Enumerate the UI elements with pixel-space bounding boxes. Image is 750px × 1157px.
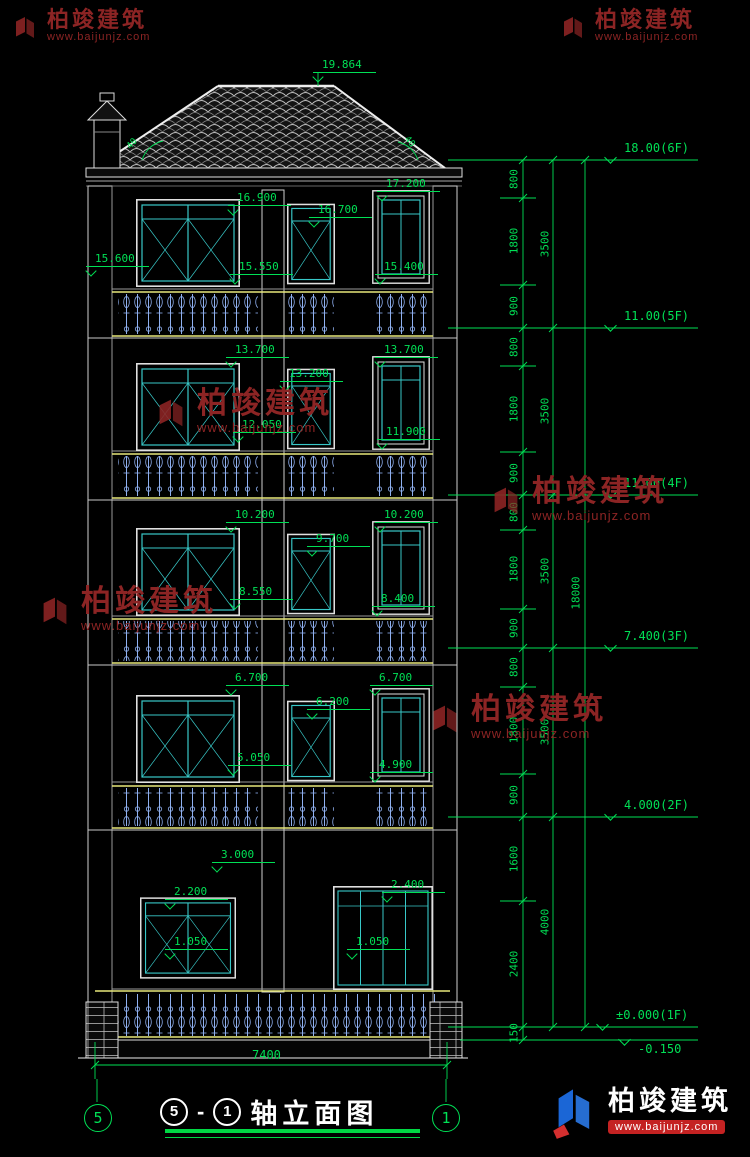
footer-brand: 柏竣建筑 www.baijunjz.com — [546, 1082, 732, 1140]
dim-text: 2400 — [507, 950, 521, 978]
footer-brand-name: 柏竣建筑 — [608, 1086, 732, 1117]
title-underline-thin — [165, 1137, 420, 1138]
axis-bubble-5: 5 — [84, 1104, 112, 1132]
walls — [87, 185, 458, 1041]
dim-text: 1800 — [507, 395, 521, 423]
watermark-brand: 柏竣建筑 — [81, 585, 217, 618]
watermark-url: www.baijunjz.com — [47, 31, 151, 44]
elevation-flag: 15.550 — [230, 260, 293, 275]
level-flag: 7.400(3F) — [600, 629, 689, 652]
dim-text: 4000 — [538, 908, 552, 936]
watermark-brand: 柏竣建筑 — [197, 387, 333, 420]
watermark-url: www.baijunjz.com — [595, 31, 699, 44]
axis-bubble-1: 1 — [432, 1104, 460, 1132]
level-flag: ±0.000(1F) — [592, 1008, 688, 1031]
elevation-flag: 12.050 — [233, 418, 296, 433]
brand-logo-icon — [494, 487, 518, 515]
watermark-brand: 柏竣建筑 — [532, 475, 668, 508]
elevation-flag: 3.000 — [212, 848, 275, 863]
brand-logo-icon — [43, 597, 67, 625]
dim-text: 800 — [507, 657, 521, 677]
elevation-flag: 6.700 — [226, 671, 289, 686]
dim-text: 800 — [507, 169, 521, 189]
brand-logo-icon — [159, 399, 183, 427]
elevation-flag: 6.700 — [370, 671, 433, 686]
elevation-flag: 16.700 — [309, 203, 372, 218]
elevation-flag: 15.600 — [86, 252, 149, 267]
level-flag: 18.00(6F) — [600, 141, 689, 164]
brand-logo-icon — [16, 16, 34, 38]
watermark-url: www.baijunjz.com — [532, 507, 652, 523]
dim-text: 3500 — [538, 397, 552, 425]
dim-text: 1800 — [507, 227, 521, 255]
elevation-flag: 4.900 — [370, 758, 433, 773]
watermark: 柏竣建筑 www.baijunjz.com — [426, 694, 607, 741]
dim-text: 3500 — [538, 557, 552, 585]
watermark-top-right: 柏竣建筑 www.baijunjz.com — [558, 8, 698, 43]
title-text: 轴立面图 — [250, 1099, 379, 1129]
level-flag: 11.00(5F) — [600, 309, 689, 332]
elevation-flag: 15.400 — [375, 260, 438, 275]
title-dash: - — [197, 1098, 205, 1124]
level-flag: 11.00(4F) — [600, 476, 689, 499]
elevation-flag: 1.050 — [347, 935, 410, 950]
dim-text: 1600 — [507, 845, 521, 873]
elevation-flag: 16.900 — [228, 191, 291, 206]
watermark-brand: 柏竣建筑 — [595, 7, 696, 32]
elevation-flag: 13.700 — [226, 343, 289, 358]
watermark-brand: 柏竣建筑 — [471, 693, 607, 726]
elevation-flag: 11.900 — [377, 425, 440, 440]
elevation-flag: 13.200 — [280, 367, 343, 382]
drawing-title: 5 - 1 轴立面图 — [160, 1092, 378, 1131]
brand-logo-icon — [564, 16, 582, 38]
elevation-flag: 10.200 — [375, 508, 438, 523]
title-axis-right: 1 — [213, 1097, 242, 1126]
watermark-url: www.baijunjz.com — [81, 617, 201, 633]
dim-text: 800 — [507, 337, 521, 357]
elevation-flag: 6.200 — [307, 695, 370, 710]
balustrades — [116, 294, 444, 1036]
dim-text: 150 — [507, 1023, 521, 1043]
footer-logo-icon — [553, 1089, 590, 1139]
balcony-rails — [95, 291, 450, 1038]
title-underline — [165, 1129, 420, 1133]
watermark-brand: 柏竣建筑 — [47, 7, 148, 32]
base — [78, 1001, 468, 1059]
dim-text: 900 — [507, 785, 521, 805]
elevation-flag: 19.864 — [313, 58, 376, 73]
elevation-flag: 8.400 — [372, 592, 435, 607]
dim-text: 900 — [507, 618, 521, 638]
level-flag: -0.150 — [614, 1033, 681, 1056]
dim-text: 3500 — [538, 230, 552, 258]
elevation-flag: 2.200 — [165, 885, 228, 900]
elevation-flag: 9.700 — [307, 532, 370, 547]
level-flag: 4.000(2F) — [600, 798, 689, 821]
title-axis-left: 5 — [160, 1097, 188, 1126]
elevation-flag: 10.200 — [226, 508, 289, 523]
brand-logo-icon — [433, 705, 457, 733]
elevation-flag: 2.400 — [382, 878, 445, 893]
watermark: 柏竣建筑 www.baijunjz.com — [36, 586, 217, 633]
elevation-flag: 13.700 — [375, 343, 438, 358]
watermark: 柏竣建筑 www.baijunjz.com — [152, 388, 333, 435]
watermark: 柏竣建筑 www.baijunjz.com — [487, 476, 668, 523]
elevation-flag: 17.200 — [377, 177, 440, 192]
elevation-flag: 8.550 — [230, 585, 293, 600]
chimney — [86, 92, 128, 169]
roof — [93, 84, 447, 169]
elevation-flag: 1.050 — [165, 935, 228, 950]
dim-text: 18000 — [569, 576, 583, 610]
dim-text: 1800 — [507, 555, 521, 583]
watermark-url: www.baijunjz.com — [197, 419, 317, 435]
overall-width-label: 7400 — [252, 1048, 281, 1062]
footer-brand-url: www.baijunjz.com — [608, 1119, 726, 1134]
watermark-top-left: 柏竣建筑 www.baijunjz.com — [10, 8, 150, 43]
elevation-flag: 5.050 — [228, 751, 291, 766]
dimension-lines — [90, 72, 698, 1102]
watermark-url: www.baijunjz.com — [471, 725, 591, 741]
dim-text: 900 — [507, 296, 521, 316]
